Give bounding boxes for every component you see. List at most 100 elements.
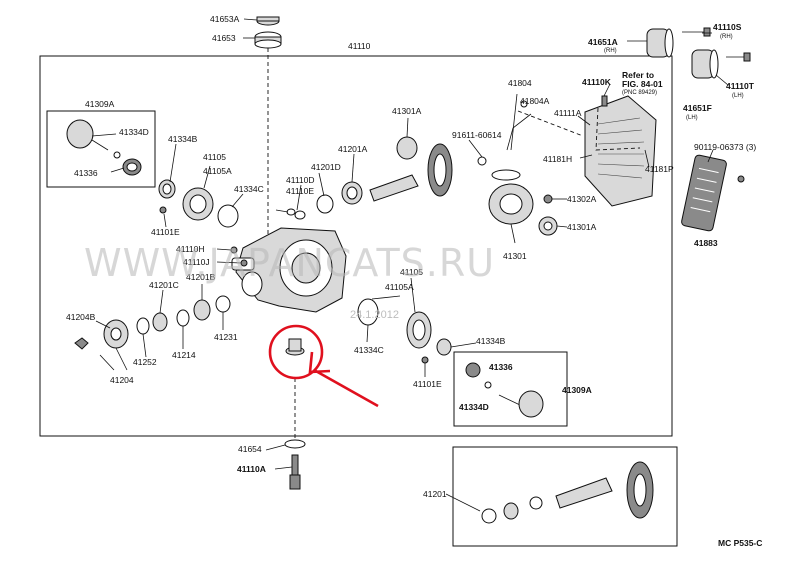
label-41110K: 41110K xyxy=(582,77,612,87)
label-41204: 41204 xyxy=(110,375,134,385)
diff-case-41301-inner xyxy=(499,193,523,215)
label-41110E: 41110E xyxy=(286,186,314,196)
label-91611: 91611-60614 xyxy=(452,130,502,140)
label-41309A-right: 41309A xyxy=(562,385,592,395)
ref-note-line3: (PNC 89429) xyxy=(622,90,657,96)
gasket-41883-lines xyxy=(690,167,719,213)
flange-41309A-left xyxy=(66,119,94,149)
left-axle-shaft-box xyxy=(46,110,156,188)
mount-41651A-face xyxy=(664,28,674,58)
label-41110S: 41110S xyxy=(713,22,742,32)
bolt-41110A xyxy=(291,454,299,476)
flange-41309A-right xyxy=(518,390,544,418)
seal-41336-left-inner xyxy=(126,162,138,172)
shaft-41309A-left xyxy=(91,139,109,151)
label-41301A-bottom: 41301A xyxy=(567,222,597,232)
flange-41105-left-inner xyxy=(189,194,207,214)
breather-41804 xyxy=(506,113,532,151)
pin-41302A xyxy=(543,194,553,204)
pinion-shaft xyxy=(369,174,419,202)
label-41105-left: 41105 xyxy=(203,152,226,162)
mount-41651F-face xyxy=(709,49,719,79)
label-41651A: 41651A xyxy=(588,37,618,47)
label-41651F: 41651F xyxy=(683,103,712,113)
spacer-41231 xyxy=(215,295,231,313)
cover-dash-line xyxy=(517,110,584,137)
label-41334C-left: 41334C xyxy=(234,184,264,194)
cap-41804A xyxy=(520,100,528,108)
bearing-41301A-bottom-inner xyxy=(543,221,553,231)
label-41111A: 41111A xyxy=(554,108,582,118)
label-41110H: 41110H xyxy=(176,244,205,254)
label-41302A: 41302A xyxy=(567,194,597,204)
label-41883: 41883 xyxy=(694,238,718,248)
shim-41334C-left xyxy=(217,204,239,228)
bolt-41110D-shank xyxy=(275,209,289,213)
label-41110T: 41110T xyxy=(726,81,755,91)
label-41181P: 41181P xyxy=(645,164,674,174)
kit-pinion xyxy=(555,477,613,509)
highlight-circle xyxy=(268,324,324,380)
label-41105A-right: 41105A xyxy=(385,282,414,292)
rear-cover-ribs xyxy=(597,117,645,179)
label-41334D-right: 41334D xyxy=(459,402,489,412)
flange-41204-inner xyxy=(110,327,122,341)
kit-ring-gear-hub xyxy=(633,473,647,507)
highlight-arrow-shaft xyxy=(313,368,379,408)
label-41651A-sub: (RH) xyxy=(604,48,617,54)
gasket-41883 xyxy=(681,154,727,232)
cap-41653A-body xyxy=(256,16,280,22)
spacer-41201D xyxy=(316,194,334,214)
label-41231: 41231 xyxy=(214,332,238,342)
label-41101E-left: 41101E xyxy=(151,227,180,237)
bolt-41110A-head xyxy=(289,474,301,490)
label-41334D-left: 41334D xyxy=(119,127,149,137)
label-41334B-left: 41334B xyxy=(168,134,198,144)
bearing-41201A-inner xyxy=(346,186,358,200)
seal-41334B-right xyxy=(436,338,452,356)
label-41804A: 41804A xyxy=(520,96,550,106)
label-41110A: 41110A xyxy=(237,464,266,474)
label-41110S-sub: (RH) xyxy=(720,34,733,40)
label-41301A-top: 41301A xyxy=(392,106,422,116)
plug-41110K xyxy=(601,95,608,107)
label-41201: 41201 xyxy=(423,489,447,499)
right-axle-shaft-box xyxy=(453,351,568,427)
label-41110J: 41110J xyxy=(183,257,210,267)
kit-spacer-2 xyxy=(529,496,543,510)
housing-side xyxy=(241,271,263,297)
ring-gear-hub xyxy=(433,153,447,187)
label-41201D: 41201D xyxy=(311,162,341,172)
mount-41653-base xyxy=(254,39,282,49)
ring-41334D-right xyxy=(484,381,492,389)
diff-case-cap xyxy=(491,169,521,181)
nut-41204B xyxy=(74,337,89,350)
label-41214: 41214 xyxy=(172,350,196,360)
kit-spacer-1 xyxy=(481,508,497,524)
leader-lines xyxy=(91,18,729,512)
bolt-41110T-head xyxy=(743,52,751,62)
washer-41654 xyxy=(284,439,306,449)
label-41201A: 41201A xyxy=(338,144,368,154)
bolt-41110S-head xyxy=(703,27,711,37)
ref-note-line1: Refer to xyxy=(622,70,654,80)
bearing-41301A-top xyxy=(396,136,418,160)
label-41336-right: 41336 xyxy=(489,362,513,372)
label-41654: 41654 xyxy=(238,444,262,454)
ring-pinion-set-box xyxy=(452,446,678,547)
label-41301: 41301 xyxy=(503,251,527,261)
label-41105A-left: 41105A xyxy=(203,166,232,176)
bolt-41101E-left xyxy=(159,206,167,214)
seal-41336-right xyxy=(465,362,481,378)
bolt-90119 xyxy=(737,175,745,183)
flange-41105-right-inner xyxy=(412,319,426,341)
bearing-41201C xyxy=(152,312,168,332)
label-41181H: 41181H xyxy=(543,154,572,164)
assembly-frame xyxy=(39,55,673,437)
label-41252: 41252 xyxy=(133,357,157,367)
label-41804: 41804 xyxy=(508,78,532,88)
label-41110T-sub: (LH) xyxy=(732,93,744,99)
label-41334C-right: 41334C xyxy=(354,345,384,355)
